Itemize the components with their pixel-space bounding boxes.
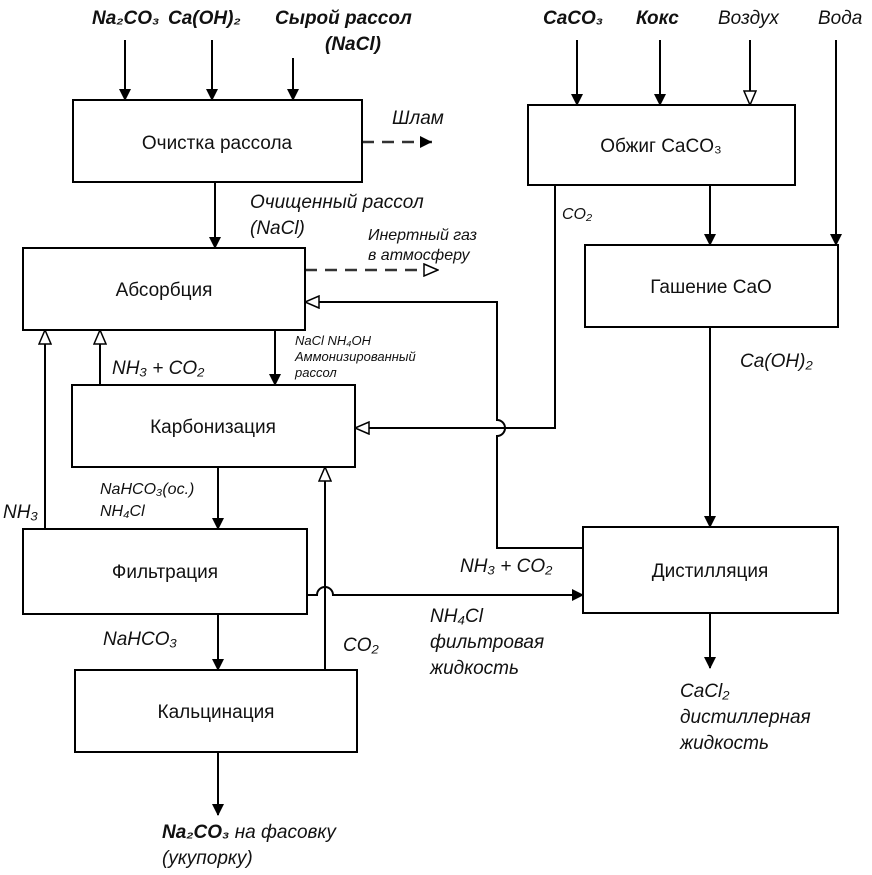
arrow-nh3-co2-return xyxy=(305,302,583,549)
label-coke: Кокс xyxy=(636,8,679,29)
label-cacl2-1: CaCl₂ xyxy=(680,681,730,702)
label-nh4cl-2: фильтровая xyxy=(430,632,544,653)
box-carbonization: Карбонизация xyxy=(71,384,356,468)
label-suspension-2: NH₄Cl xyxy=(100,503,145,520)
label-nh3-co2-left: NH₃ + CO₂ xyxy=(112,358,205,379)
svg-text:Гашение CaO: Гашение CaO xyxy=(650,277,772,298)
box-absorption: Абсорбция xyxy=(22,247,306,331)
label-cacl2-3: жидкость xyxy=(679,733,769,754)
box-distillation: Дистилляция xyxy=(582,526,839,614)
svg-text:Очистка рассола: Очистка рассола xyxy=(142,133,293,154)
label-suspension-1: NaHCO₃(ос.) xyxy=(100,481,194,498)
svg-text:Фильтрация: Фильтрация xyxy=(112,562,218,583)
label-inert-gas: Инертный газ xyxy=(368,227,477,244)
svg-text:Карбонизация: Карбонизация xyxy=(150,417,276,438)
box-kiln: Обжиг CaCO₃ xyxy=(527,104,796,186)
label-caco3: CaCO₃ xyxy=(543,8,603,29)
label-purified-brine: Очищенный рассол xyxy=(250,192,424,213)
label-ammoniated-1: NaCl NH₄OH xyxy=(295,333,372,348)
svg-text:Абсорбция: Абсорбция xyxy=(116,280,213,301)
label-nh3-co2-right: NH₃ + CO₂ xyxy=(460,556,553,577)
box-calcination: Кальцинация xyxy=(74,669,358,753)
label-product-2: (укупорку) xyxy=(162,848,253,869)
box-filtration: Фильтрация xyxy=(22,528,308,615)
label-co2-kiln: CO₂ xyxy=(562,206,592,223)
svg-text:Дистилляция: Дистилляция xyxy=(652,561,769,582)
svg-text:Обжиг CaCO₃: Обжиг CaCO₃ xyxy=(600,136,722,157)
label-air: Воздух xyxy=(718,8,780,29)
label-caoh2: Ca(OH)₂ xyxy=(168,8,241,29)
label-raw-brine: Сырой рассол xyxy=(275,8,412,29)
arrow-nh4cl xyxy=(307,586,584,601)
label-nahco3: NaHCO₃ xyxy=(103,629,178,650)
label-raw-brine-nacl: (NaCl) xyxy=(325,34,381,55)
label-ammoniated-2: Аммонизированный xyxy=(294,349,416,364)
box-purification: Очистка рассола xyxy=(72,99,363,183)
label-caoh2-mid: Ca(OH)₂ xyxy=(740,351,813,372)
arrow-co2-kiln xyxy=(355,185,556,428)
label-water: Вода xyxy=(818,8,862,29)
label-nh4cl-3: жидкость xyxy=(429,658,519,679)
label-nh4cl-1: NH₄Cl xyxy=(430,606,484,627)
label-co2-calc: CO₂ xyxy=(343,635,380,656)
label-purified-nacl: (NaCl) xyxy=(250,218,305,239)
svg-text:Кальцинация: Кальцинация xyxy=(158,702,275,723)
label-ammoniated-3: рассол xyxy=(294,365,337,380)
label-product: Na₂CO₃ на фасовку xyxy=(162,822,337,843)
label-nh3: NH₃ xyxy=(3,502,38,523)
label-inert-gas-2: в атмосферу xyxy=(368,247,471,264)
label-na2co3: Na₂CO₃ xyxy=(92,8,159,29)
box-slaking: Гашение CaO xyxy=(584,244,839,328)
label-sludge: Шлам xyxy=(392,108,444,129)
label-cacl2-2: дистиллерная xyxy=(680,707,811,728)
